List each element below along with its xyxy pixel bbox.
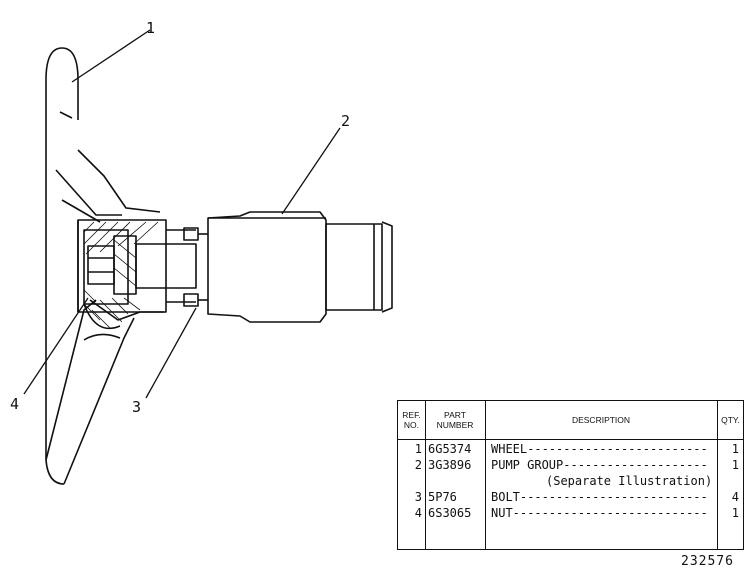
- column-divider: [717, 401, 718, 549]
- callout-1: 1: [146, 19, 155, 37]
- wheel-spoke-lower: [45, 299, 135, 485]
- pump-group: [207, 211, 393, 323]
- header-qty: QTY.: [721, 415, 740, 425]
- table-row: 2 3G3896 PUMP GROUP---------------------…: [398, 457, 743, 473]
- row-qty: 1: [731, 442, 739, 456]
- wheel-spoke-upper: [55, 149, 161, 223]
- wheel-rim: [45, 47, 79, 485]
- row-description: BOLT------------------------------------…: [491, 490, 709, 504]
- table-row: 4 6S3065 NUT----------------------------…: [398, 505, 743, 521]
- row-ref: 2: [414, 458, 422, 472]
- row-ref: 1: [414, 442, 422, 456]
- row-qty: 4: [731, 490, 739, 504]
- callout-3: 3: [132, 398, 141, 416]
- leader-lines: [23, 29, 341, 399]
- row-ref: 3: [414, 490, 422, 504]
- column-divider: [485, 401, 486, 549]
- row-ref: 4: [414, 506, 422, 520]
- row-description: PUMP GROUP------------------------------…: [491, 458, 709, 472]
- steering-shaft: [135, 227, 208, 307]
- table-row: (Separate Illustration): [398, 473, 743, 489]
- table-row: 3 5P76 BOLT-----------------------------…: [398, 489, 743, 505]
- table-header: REF. NO. PART NUMBER DESCRIPTION QTY.: [398, 401, 743, 440]
- row-part-number: 3G3896: [428, 458, 472, 472]
- header-description: DESCRIPTION: [571, 415, 631, 425]
- column-divider: [425, 401, 426, 549]
- callout-4: 4: [10, 395, 19, 413]
- table-body: 1 6G5374 WHEEL--------------------------…: [398, 441, 743, 521]
- header-part-number: PART NUMBER: [436, 410, 474, 430]
- row-part-number: 6S3065: [428, 506, 472, 520]
- parts-list-table: REF. NO. PART NUMBER DESCRIPTION QTY. 1 …: [397, 400, 744, 550]
- row-part-number: 6G5374: [428, 442, 472, 456]
- row-description: WHEEL-----------------------------------…: [491, 442, 709, 456]
- row-qty: 1: [731, 458, 739, 472]
- row-description: NUT-------------------------------------…: [491, 506, 709, 520]
- table-row: 1 6G5374 WHEEL--------------------------…: [398, 441, 743, 457]
- header-ref-no: REF. NO.: [402, 410, 421, 430]
- row-description: (Separate Illustration): [546, 474, 713, 488]
- callout-2: 2: [341, 112, 350, 130]
- row-part-number: 5P76: [428, 490, 457, 504]
- hub-hatching: [83, 221, 159, 329]
- figure-number: 232576: [681, 554, 734, 569]
- row-qty: 1: [731, 506, 739, 520]
